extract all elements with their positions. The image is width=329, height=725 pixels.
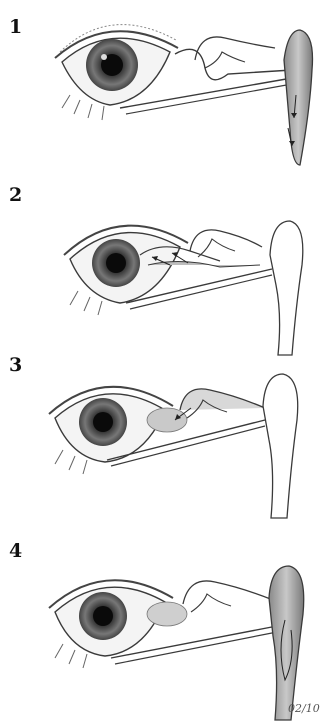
step-number-1: 1 <box>9 16 22 38</box>
eye-4 <box>49 580 173 668</box>
eye-1 <box>55 25 178 120</box>
step-number-4: 4 <box>9 540 22 562</box>
panel-2 <box>64 221 303 355</box>
panel-4 <box>49 566 304 720</box>
step-number-2: 2 <box>9 184 22 206</box>
panel-1 <box>55 25 313 165</box>
panel-3 <box>49 374 298 518</box>
artist-signature: 02/10 <box>288 702 320 715</box>
lacrimal-system-4 <box>111 566 304 720</box>
eye-2 <box>64 226 188 315</box>
eye-3 <box>49 387 173 474</box>
step-number-3: 3 <box>9 354 22 376</box>
